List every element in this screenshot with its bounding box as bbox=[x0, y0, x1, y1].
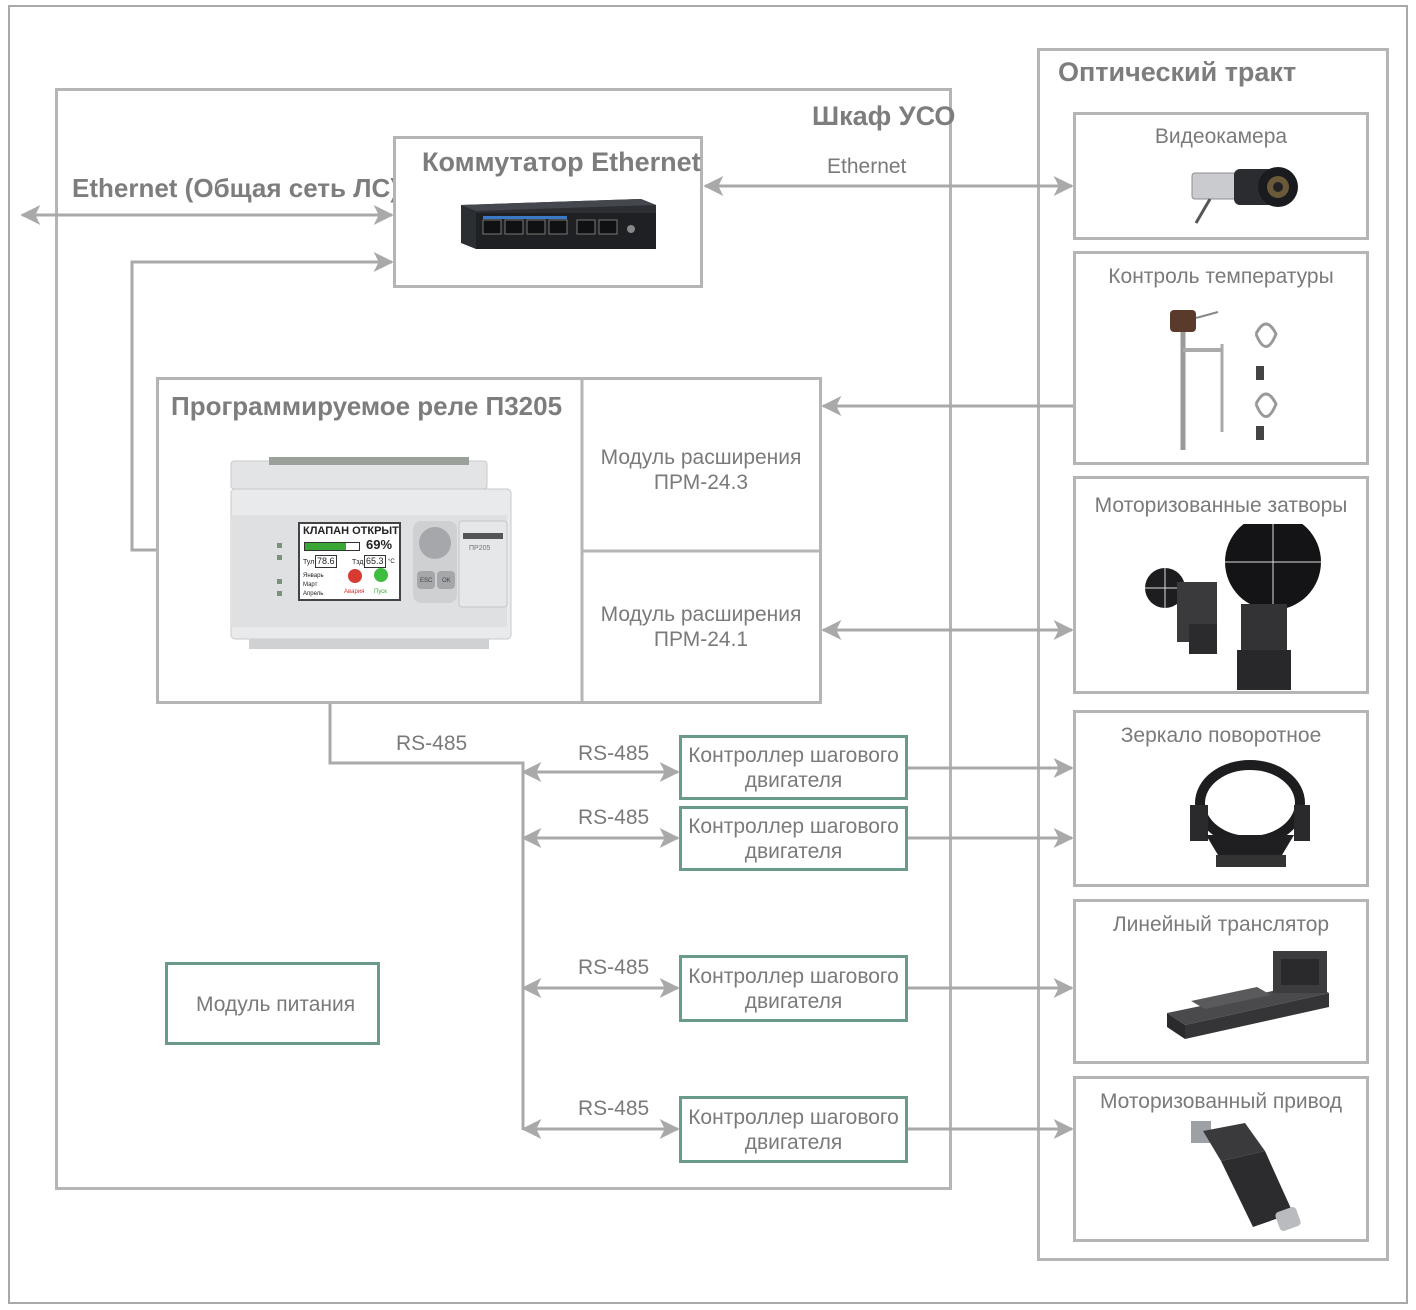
rs485-c1-label: RS-485 bbox=[578, 742, 650, 765]
device-linear-stage-title: Линейный транслятор bbox=[1112, 913, 1330, 936]
relay-screen-status: КЛАПАН ОТКРЫТ bbox=[303, 525, 399, 537]
rs485-c3-label: RS-485 bbox=[578, 956, 650, 979]
motor-actuator-icon bbox=[1191, 1121, 1301, 1232]
relay-screen-menu2: Март bbox=[303, 582, 318, 588]
controller-2-line1: Контроллер шагового bbox=[688, 815, 899, 838]
rs485-main-label: RS-485 bbox=[396, 732, 468, 755]
mirror-mount-icon bbox=[1190, 760, 1310, 867]
relay-brand: ПР205 bbox=[469, 545, 491, 552]
rs485-c2-label: RS-485 bbox=[578, 806, 650, 829]
cabinet-title: Шкаф УСО bbox=[812, 101, 956, 131]
controller-3-line2: двигателя bbox=[744, 990, 843, 1013]
ethernet-switch-icon bbox=[461, 199, 656, 249]
relay-screen-menu3: Апрель bbox=[303, 591, 324, 597]
device-mirror: Зеркало поворотное bbox=[1073, 710, 1369, 887]
stepper-controller-2: Контроллер шагового двигателя bbox=[679, 806, 908, 871]
relay-ok-button: OK bbox=[442, 578, 451, 584]
ethernet-global-label: Ethernet (Общая сеть ЛС) bbox=[72, 173, 399, 203]
device-linear-stage: Линейный транслятор bbox=[1073, 899, 1369, 1064]
device-temperature-title: Контроль температуры bbox=[1108, 265, 1334, 288]
relay-screen-start: Пуск bbox=[374, 589, 387, 595]
controller-1-line2: двигателя bbox=[744, 769, 843, 792]
controller-4-line1: Контроллер шагового bbox=[688, 1106, 899, 1129]
switch-title: Коммутатор Ethernet bbox=[422, 147, 701, 177]
relay-screen-progress bbox=[304, 542, 360, 551]
rs485-main-line bbox=[328, 652, 525, 1130]
device-actuator: Моторизованный привод bbox=[1073, 1076, 1369, 1242]
relay-screen-t2: 65.3 bbox=[364, 555, 386, 568]
programmable-relay-device: КЛАПАН ОТКРЫТ 69% Тул 78.6 Тзд 65.3 °C Я… bbox=[229, 455, 517, 651]
module-1-label: Модуль расширения ПРМ-24.3 bbox=[584, 445, 818, 495]
relay-screen-t2-label: Тзд bbox=[352, 559, 364, 566]
device-shutters: Моторизованные затворы bbox=[1073, 476, 1369, 694]
start-indicator-icon bbox=[374, 568, 388, 582]
module-2-line1: Модуль расширения bbox=[600, 603, 802, 626]
relay-esc-button: ESC bbox=[420, 578, 433, 584]
device-temperature: Контроль температуры bbox=[1073, 251, 1369, 465]
stepper-controller-3: Контроллер шагового двигателя bbox=[679, 955, 908, 1022]
camera-icon bbox=[1191, 167, 1298, 224]
module-2-line2: ПРМ-24.1 bbox=[653, 628, 749, 651]
stepper-controller-1: Контроллер шагового двигателя bbox=[679, 735, 908, 800]
device-mirror-title: Зеркало поворотное bbox=[1120, 724, 1322, 747]
module-1-line1: Модуль расширения bbox=[600, 446, 802, 469]
relay-screen-percent: 69% bbox=[366, 537, 393, 552]
thermocouple-icon bbox=[1170, 310, 1278, 450]
power-module: Модуль питания bbox=[165, 962, 380, 1045]
optical-title: Оптический тракт bbox=[1058, 57, 1297, 87]
switch-box: Коммутатор Ethernet bbox=[393, 136, 703, 288]
relay-screen-menu1: Январь bbox=[303, 573, 324, 579]
alarm-indicator-icon bbox=[348, 569, 362, 583]
device-camera: Видеокамера bbox=[1073, 112, 1369, 240]
relay-screen-alarm: Авария bbox=[344, 589, 365, 595]
relay-screen-unit: °C bbox=[388, 559, 395, 565]
module-1-line2: ПРМ-24.3 bbox=[653, 471, 749, 494]
controller-4-line2: двигателя bbox=[744, 1131, 843, 1154]
controller-1-line1: Контроллер шагового bbox=[688, 744, 899, 767]
relay-screen: КЛАПАН ОТКРЫТ 69% Тул 78.6 Тзд 65.3 °C Я… bbox=[298, 522, 401, 601]
module-2-label: Модуль расширения ПРМ-24.1 bbox=[584, 602, 818, 652]
ethernet-link-label: Ethernet bbox=[827, 155, 907, 178]
power-module-label: Модуль питания bbox=[196, 993, 356, 1016]
relay-screen-t1: 78.6 bbox=[315, 555, 337, 568]
stepper-controller-4: Контроллер шагового двигателя bbox=[679, 1096, 908, 1163]
device-camera-title: Видеокамера bbox=[1154, 125, 1288, 148]
outer-frame bbox=[8, 5, 1408, 1304]
controller-2-line2: двигателя bbox=[744, 840, 843, 863]
device-actuator-title: Моторизованный привод bbox=[1099, 1090, 1343, 1113]
rs485-c4-label: RS-485 bbox=[578, 1097, 650, 1120]
relay-title: Программируемое реле П3205 bbox=[171, 391, 563, 421]
shutter-icon bbox=[1145, 524, 1321, 690]
linear-stage-icon bbox=[1167, 951, 1329, 1039]
device-shutters-title: Моторизованные затворы bbox=[1094, 494, 1348, 517]
relay-screen-t1-label: Тул bbox=[303, 559, 315, 566]
controller-3-line1: Контроллер шагового bbox=[688, 965, 899, 988]
